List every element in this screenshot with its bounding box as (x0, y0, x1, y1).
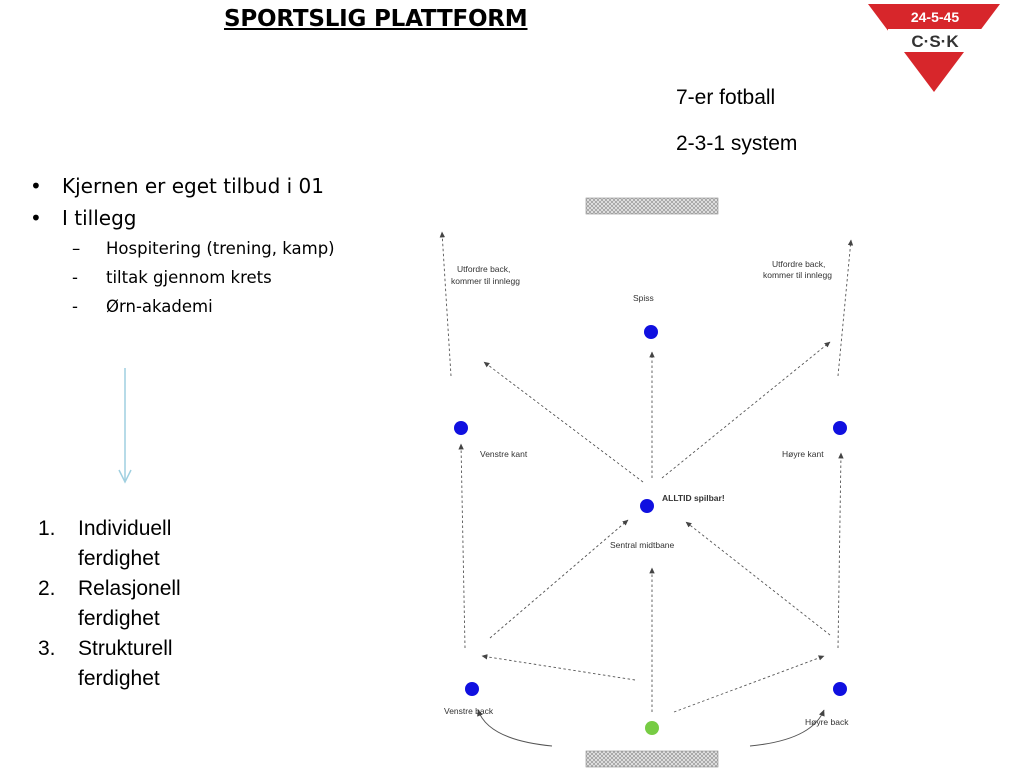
bullet-mark: • (30, 174, 42, 198)
curved-arrows (477, 709, 825, 747)
logo-band (888, 29, 982, 52)
label-striker: Spiss (633, 293, 654, 303)
bullet-item: • I tillegg (26, 202, 335, 234)
numbered-list: 1. Individuell ferdighet 2. Relasjonell … (38, 514, 248, 694)
bullet-text: Kjernen er eget tilbud i 01 (62, 174, 324, 198)
arrow-right-back-to-mid (685, 521, 831, 636)
arrow-curve-right (749, 709, 825, 747)
item-text: Relasjonell ferdighet (78, 577, 181, 630)
logo-top-text: 24-5-45 (911, 9, 959, 25)
left-note-line1: Utfordre back, (457, 264, 510, 274)
pass-arrows (439, 231, 854, 713)
item-number: 1. (38, 517, 56, 540)
label-right-wing: Høyre kant (782, 449, 824, 459)
label-always-available: ALLTID spilbar! (662, 493, 725, 503)
numbered-item: 2. Relasjonell ferdighet (38, 574, 248, 634)
page-title: SPORTSLIG PLATTFORM (224, 6, 528, 32)
format-label: 7-er fotball (676, 86, 776, 109)
club-logo: 24-5-45 C·S·K (868, 4, 1000, 92)
numbered-item: 3. Strukturell ferdighet (38, 634, 248, 694)
right-note-line2: kommer til innlegg (763, 270, 832, 280)
label-left-wing: Venstre kant (480, 449, 528, 459)
logo-bottom-text: C·S·K (911, 32, 959, 51)
arrow-right-wing-run (837, 239, 854, 377)
arrow-left-back-to-mid (489, 519, 629, 639)
player-keeper (645, 721, 659, 735)
formation-diagram: Utfordre back, kommer til innlegg Utford… (439, 197, 854, 768)
arrow-keeper-to-right-back (673, 655, 825, 713)
bullet-item: • Kjernen er eget tilbud i 01 (26, 170, 335, 202)
numbered-item: 1. Individuell ferdighet (38, 514, 248, 574)
player-left-back (465, 682, 479, 696)
sub-bullet-text: Hospitering (trening, kamp) (106, 239, 335, 258)
arrow-left-back-to-wing (458, 443, 466, 649)
sub-bullet-text: tiltak gjennom krets (106, 268, 272, 287)
sub-bullet-item: – Hospitering (trening, kamp) (26, 234, 335, 263)
player-right-wing (833, 421, 847, 435)
item-text: Individuell ferdighet (78, 517, 172, 570)
sub-bullet-item: - Ørn-akademi (26, 292, 335, 321)
arrow-keeper-to-left-back (481, 654, 636, 681)
sub-bullet-item: - tiltak gjennom krets (26, 263, 335, 292)
sub-bullet-mark: – (72, 239, 81, 258)
player-left-wing (454, 421, 468, 435)
down-arrow-icon (118, 368, 132, 484)
label-central-mid: Sentral midtbane (610, 540, 675, 550)
label-left-back: Venstre back (444, 706, 494, 716)
player-right-back (833, 682, 847, 696)
item-number: 3. (38, 637, 56, 660)
sub-bullet-text: Ørn-akademi (106, 297, 213, 316)
system-label: 2-3-1 system (676, 132, 798, 155)
label-right-back: Høyre back (805, 717, 849, 727)
sub-bullet-mark: - (72, 268, 78, 287)
bullet-list: • Kjernen er eget tilbud i 01 • I tilleg… (26, 170, 335, 321)
player-central-mid (640, 499, 654, 513)
arrow-mid-to-right-wing (661, 341, 831, 479)
left-note-line2: kommer til innlegg (451, 276, 520, 286)
arrow-curve-left (477, 709, 553, 747)
item-text: Strukturell ferdighet (78, 637, 173, 690)
bullet-text: I tillegg (62, 206, 137, 230)
sub-bullet-mark: - (72, 297, 78, 316)
arrow-mid-to-left-wing (483, 361, 644, 483)
top-goal (585, 197, 719, 215)
item-number: 2. (38, 577, 56, 600)
bullet-mark: • (30, 206, 42, 230)
right-note-line1: Utfordre back, (772, 259, 825, 269)
player-striker (644, 325, 658, 339)
arrow-right-back-to-wing (837, 452, 844, 649)
bottom-goal (585, 750, 719, 768)
arrow-left-wing-run (439, 231, 452, 377)
